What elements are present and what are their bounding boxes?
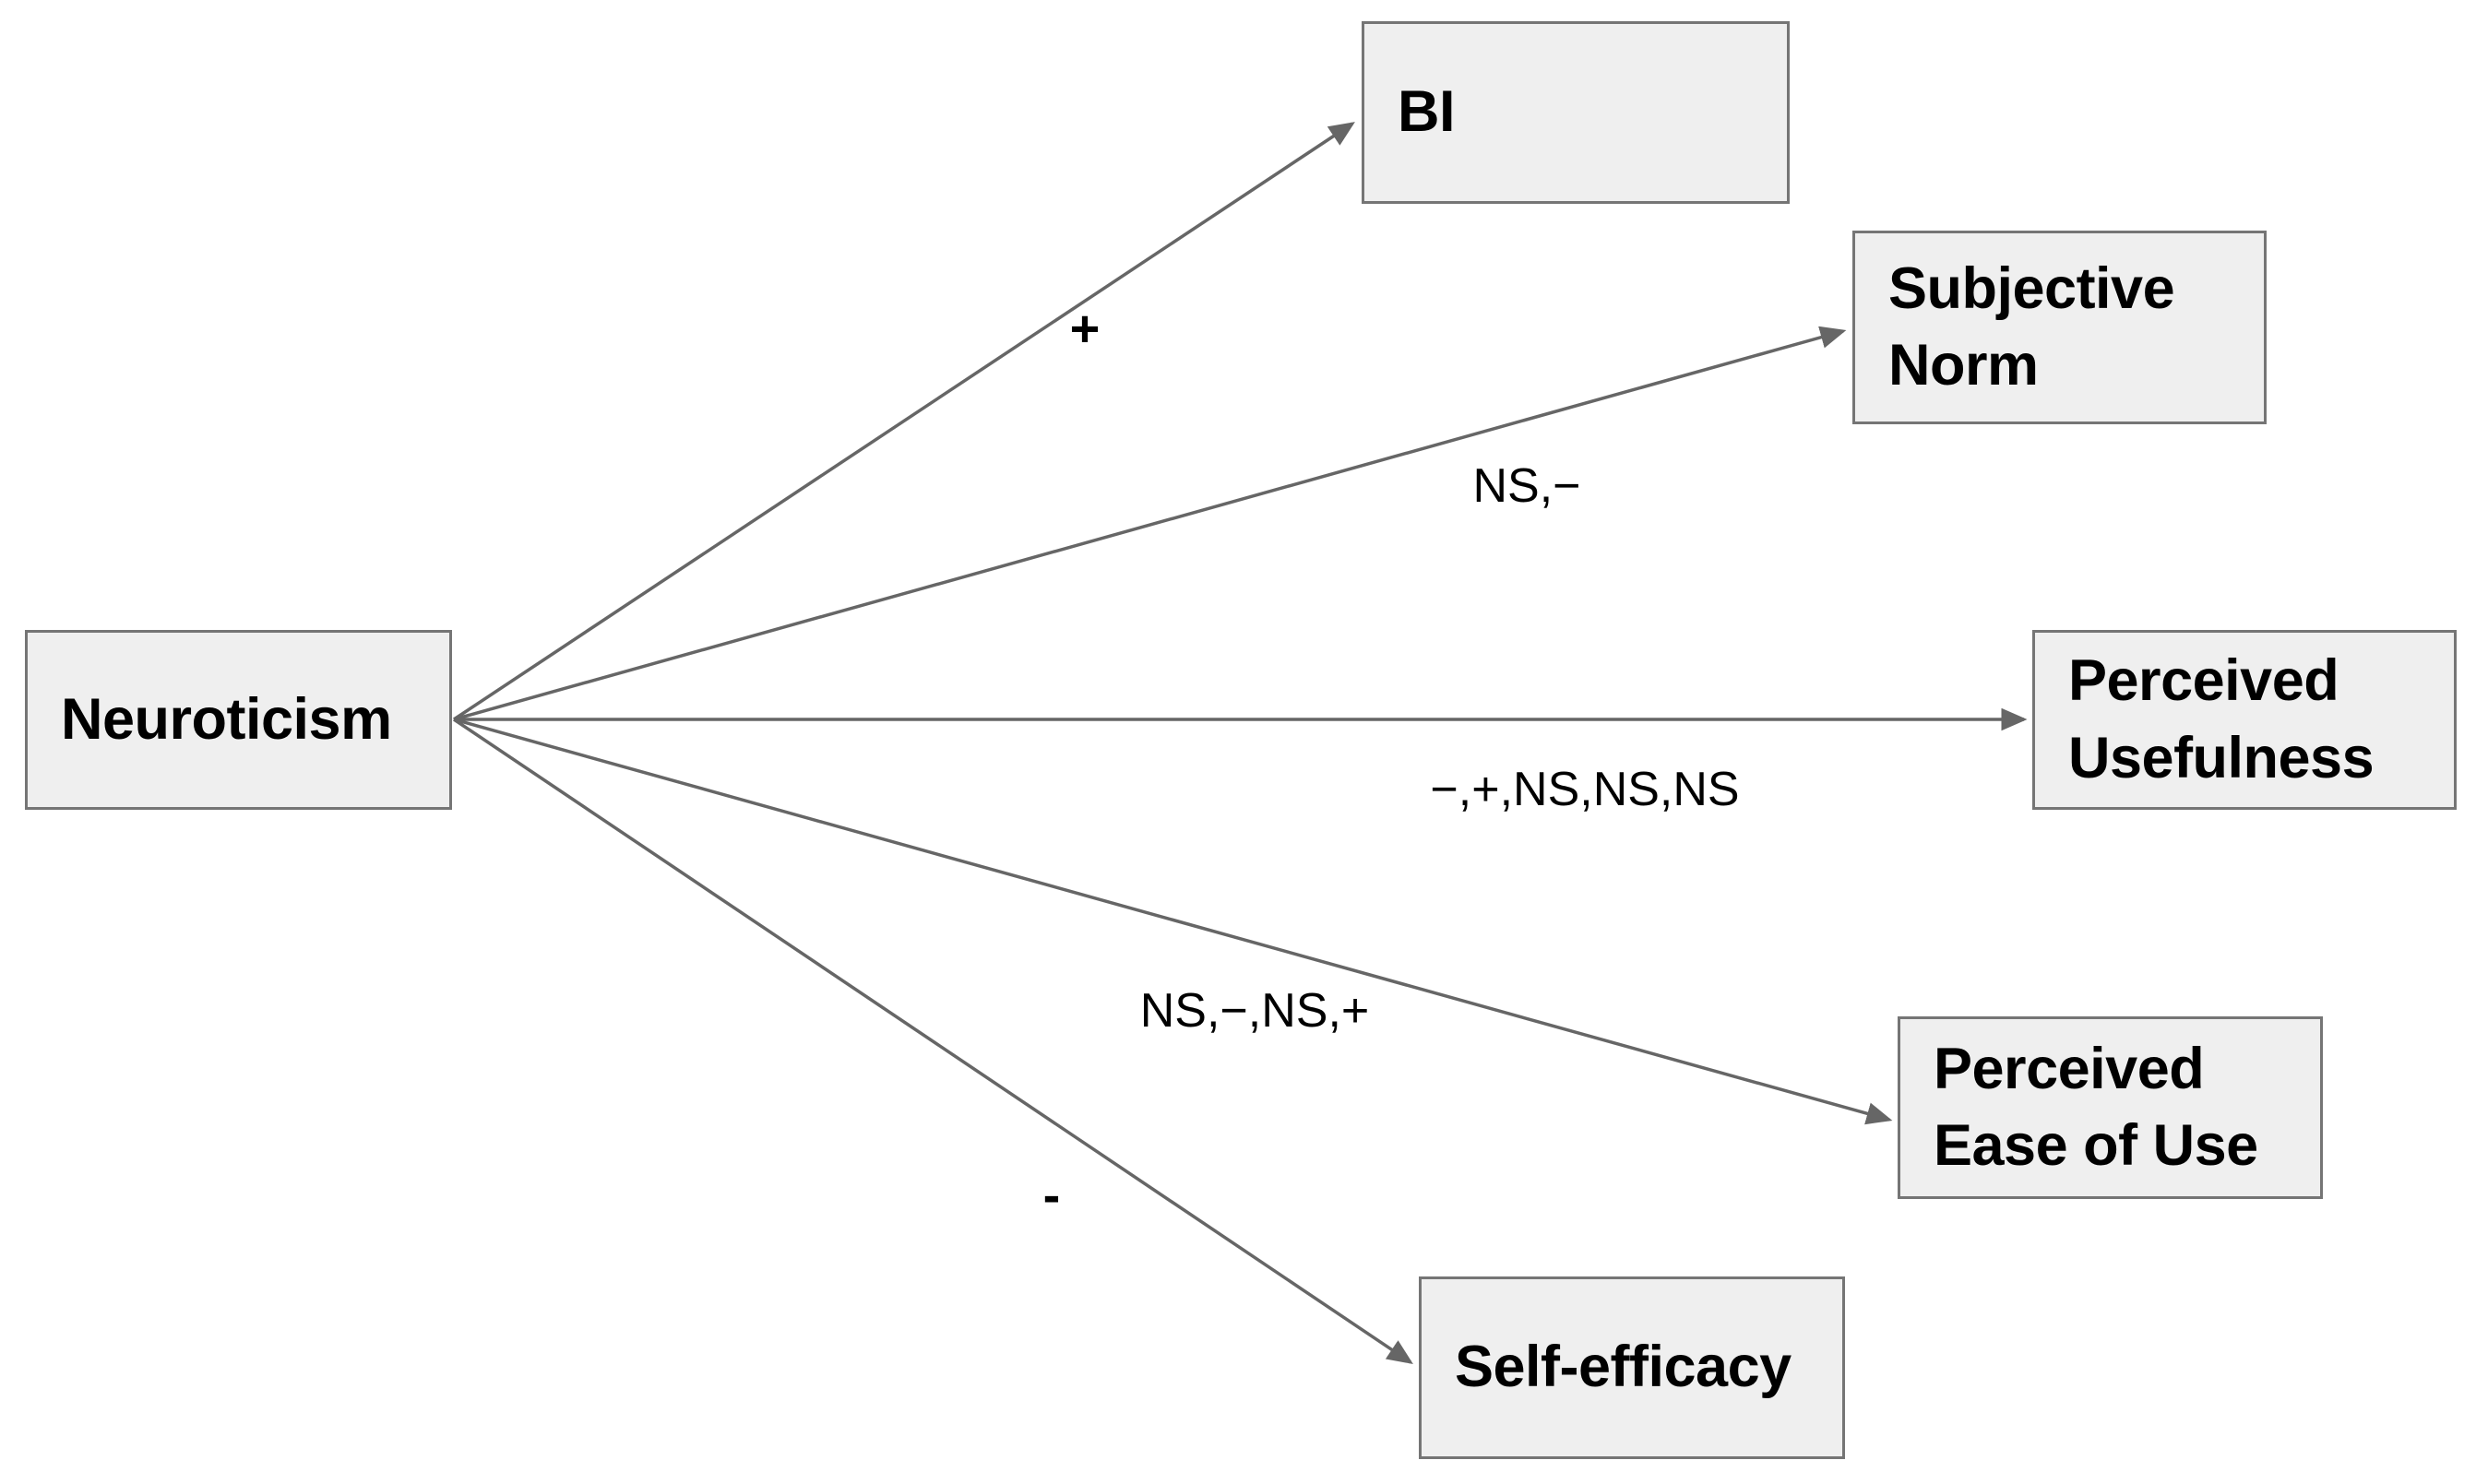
node-bi: BI [1362, 21, 1790, 204]
edge-label-perceived-ease-of-use: NS,−,NS,+ [1139, 984, 1370, 1038]
edge-neuroticism-subjective-norm [453, 326, 1847, 721]
edge-label-bi: + [1069, 299, 1101, 358]
node-subjective-norm: Subjective Norm [1852, 231, 2267, 424]
edge-neuroticism-self-efficacy [453, 718, 1413, 1364]
node-neuroticism: Neuroticism [25, 630, 452, 810]
node-self-efficacy: Self-efficacy [1419, 1276, 1845, 1459]
edge-label-self-efficacy: - [1042, 1165, 1061, 1224]
edge-neuroticism-bi [453, 122, 1355, 721]
node-perceived-ease-of-use: Perceived Ease of Use [1898, 1016, 2323, 1199]
node-perceived-usefulness: Perceived Usefulness [2032, 630, 2457, 810]
edge-label-perceived-usefulness: −,+,NS,NS,NS [1430, 763, 1740, 816]
edge-neuroticism-perceived-ease-of-use [453, 718, 1893, 1125]
edge-label-subjective-norm: NS,− [1472, 459, 1581, 513]
